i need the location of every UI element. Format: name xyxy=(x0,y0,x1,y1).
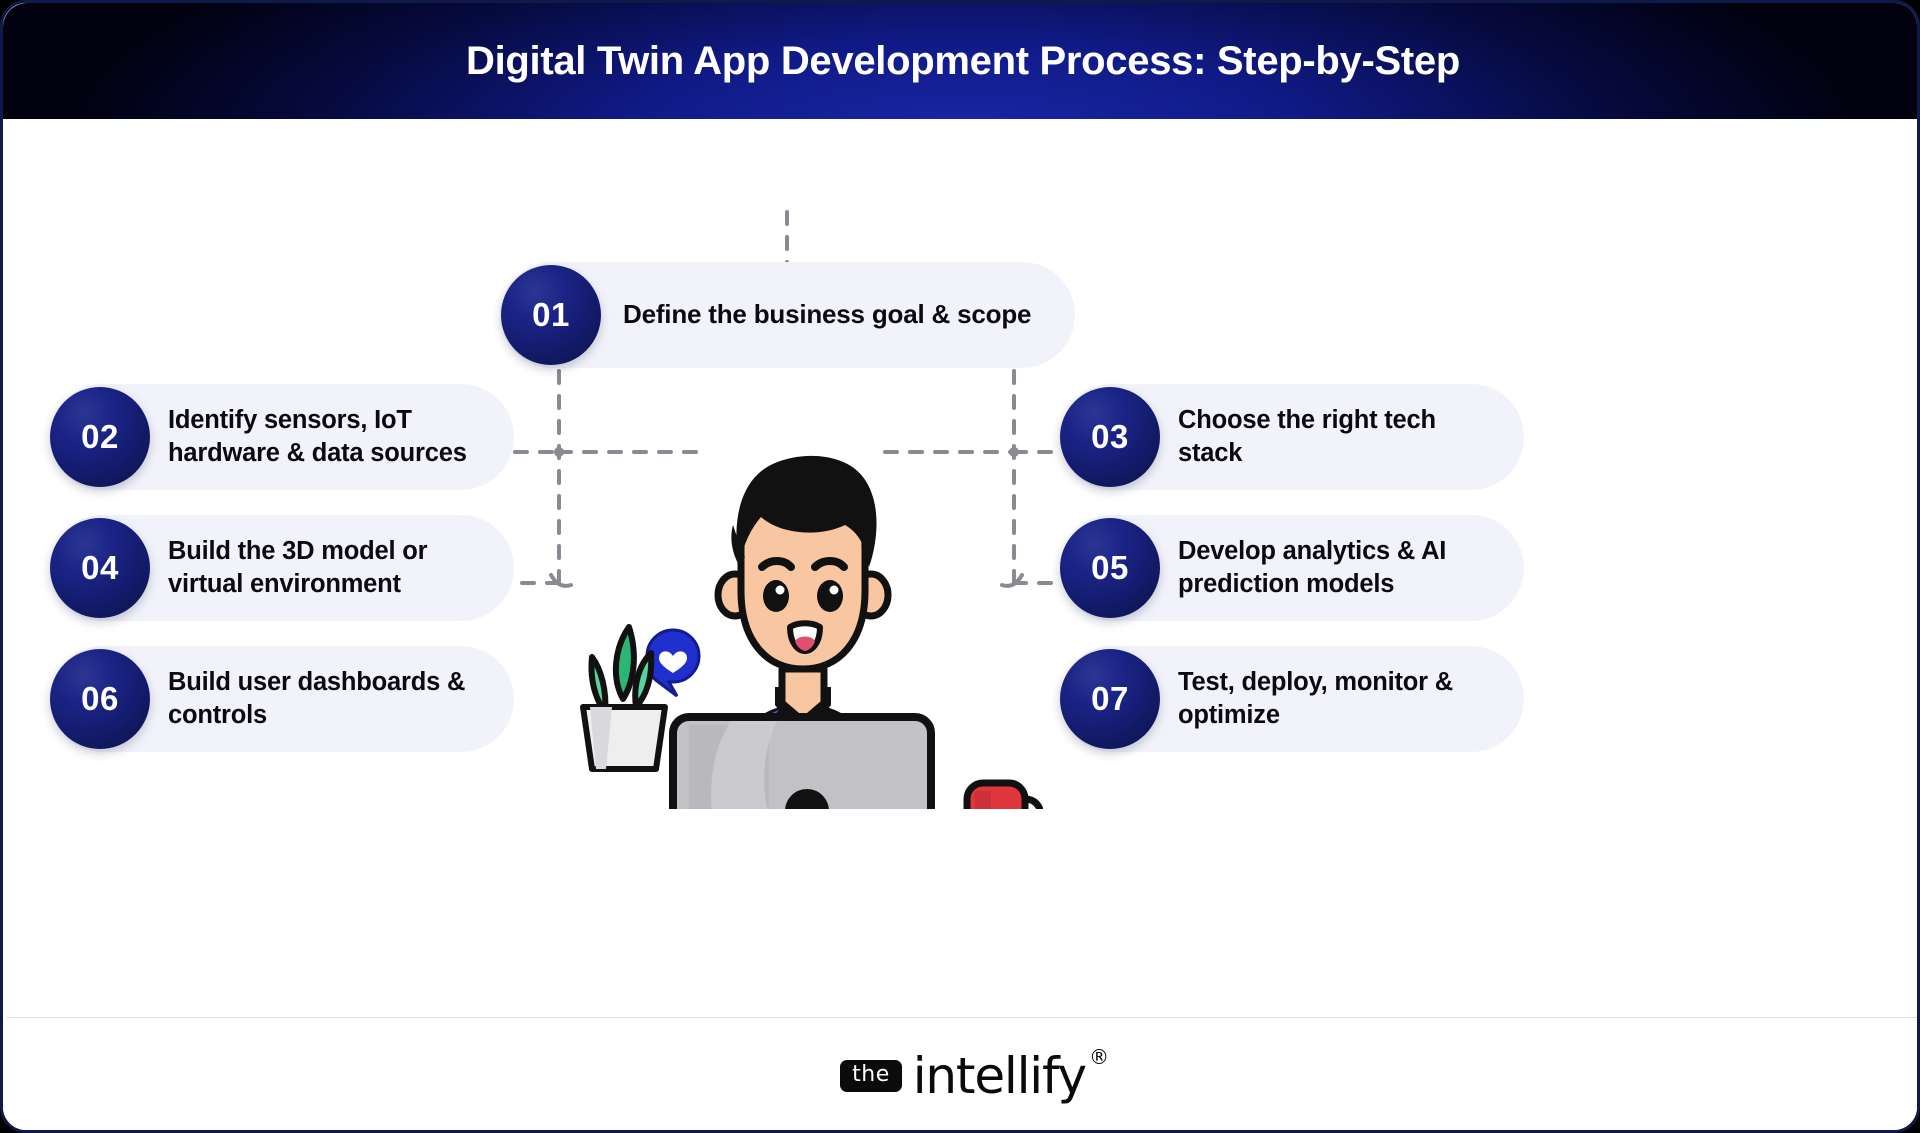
footer-area: the intellify ® xyxy=(3,1018,1917,1130)
heart-chat-bubble-icon xyxy=(645,628,701,698)
laptop-icon xyxy=(669,713,935,809)
step-label-05: Develop analytics & AI prediction models xyxy=(1178,537,1447,598)
step-label-04: Build the 3D model or virtual environmen… xyxy=(168,537,428,598)
potted-plant-icon xyxy=(580,624,668,772)
step-badge-07: 07 xyxy=(1060,649,1160,749)
step-badge-01: 01 xyxy=(501,265,601,365)
step-item-03[interactable]: 03 Choose the right tech stack xyxy=(1060,384,1524,490)
footer-divider xyxy=(7,1017,1917,1018)
diagram-body: 01 Define the business goal & scope 02 I… xyxy=(3,119,1917,1019)
step-item-04[interactable]: 04 Build the 3D model or virtual environ… xyxy=(50,515,514,621)
step-item-06[interactable]: 06 Build user dashboards & controls xyxy=(50,646,514,752)
step-label-01: Define the business goal & scope xyxy=(623,299,1032,330)
step-badge-06: 06 xyxy=(50,649,150,749)
step-item-05[interactable]: 05 Develop analytics & AI prediction mod… xyxy=(1060,515,1524,621)
registered-trademark-icon: ® xyxy=(1089,1044,1109,1069)
step-item-01[interactable]: 01 Define the business goal & scope xyxy=(500,262,1075,368)
step-label-02: Identify sensors, IoT hardware & data so… xyxy=(168,406,467,467)
step-badge-02: 02 xyxy=(50,387,150,487)
step-item-02[interactable]: 02 Identify sensors, IoT hardware & data… xyxy=(50,384,514,490)
step-item-07[interactable]: 07 Test, deploy, monitor & optimize xyxy=(1060,646,1524,752)
step-badge-03: 03 xyxy=(1060,387,1160,487)
step-badge-05: 05 xyxy=(1060,518,1160,618)
header-bar: Digital Twin App Development Process: St… xyxy=(3,3,1917,119)
step-label-07: Test, deploy, monitor & optimize xyxy=(1178,668,1453,729)
step-label-03: Choose the right tech stack xyxy=(1178,406,1436,467)
step-badge-04: 04 xyxy=(50,518,150,618)
developer-at-laptop-illustration xyxy=(580,455,1043,809)
step-label-06: Build user dashboards & controls xyxy=(168,668,466,729)
logo-wordmark: intellify ® xyxy=(913,1047,1109,1101)
coffee-mug-icon xyxy=(963,779,1043,809)
page-title: Digital Twin App Development Process: St… xyxy=(465,38,1461,83)
brand-logo: the intellify ® xyxy=(840,1047,1109,1101)
logo-the-chip: the xyxy=(840,1059,902,1092)
logo-wordmark-text: intellify xyxy=(912,1046,1087,1105)
